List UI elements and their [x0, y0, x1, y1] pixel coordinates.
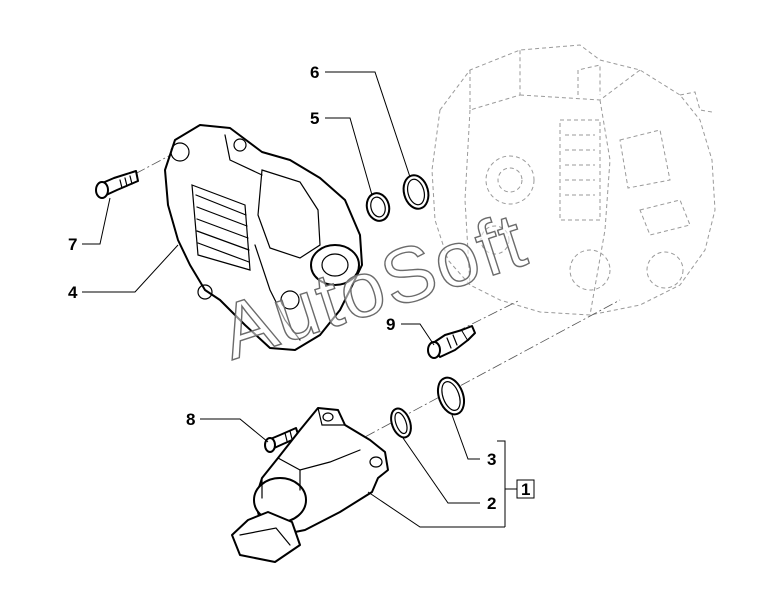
callout-2: 2	[487, 494, 496, 513]
callout-1-box	[516, 479, 535, 499]
leader-lines	[82, 71, 517, 528]
part-2-o-ring	[390, 407, 412, 439]
callout-8: 8	[186, 410, 195, 429]
ghost-pump-body	[431, 44, 716, 316]
part-3-o-ring	[436, 376, 466, 416]
callout-1: 1	[521, 480, 530, 499]
callout-4: 4	[68, 283, 78, 302]
part-4-pump-housing	[164, 124, 363, 351]
part-6-o-ring	[402, 174, 430, 210]
callout-3: 3	[487, 450, 496, 469]
part-5-o-ring	[365, 192, 391, 222]
part-9-sensor	[427, 325, 476, 359]
callout-9: 9	[386, 315, 395, 334]
part-7-screw	[95, 170, 139, 199]
part-1-regulator-valve	[231, 407, 389, 563]
callout-6: 6	[310, 63, 319, 82]
callout-labels: 1 2 3 4 5 6 7 8 9	[68, 63, 535, 513]
callout-7: 7	[68, 235, 77, 254]
callout-5: 5	[310, 109, 319, 128]
